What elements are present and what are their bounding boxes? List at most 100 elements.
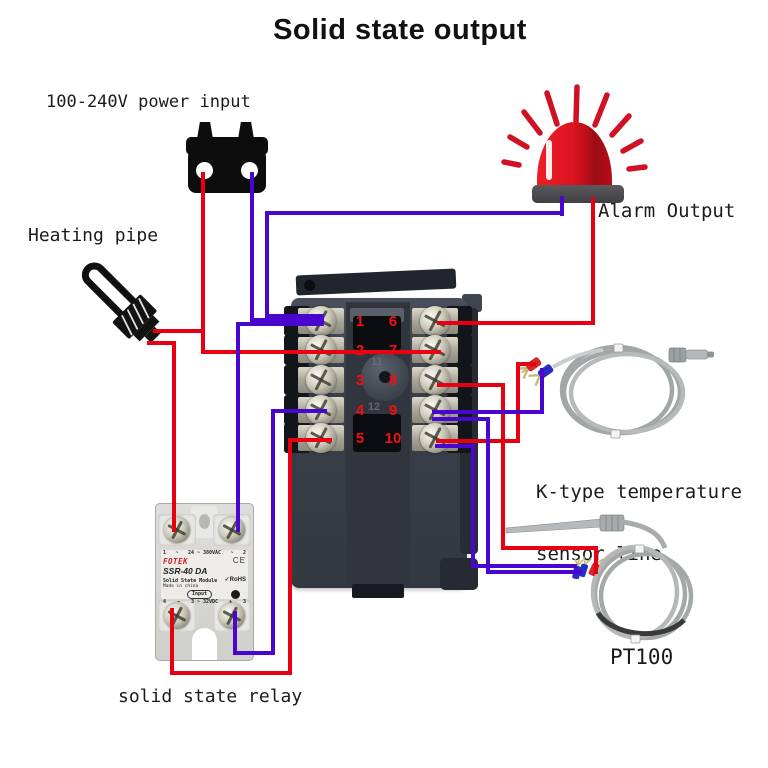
alarm-siren: [490, 84, 740, 210]
wire-alarm-red-to-terminal-6: [437, 321, 595, 325]
ssr-dc-rating: 3 ~ 32VDC: [190, 599, 219, 605]
wire-terminal-4-out: [271, 409, 327, 413]
pt100-sensor-illustration: [505, 514, 694, 644]
wire-terminal-10-blue: [435, 444, 475, 448]
ssr-tilde: ~: [175, 550, 179, 556]
terminal-number-9: 9: [388, 402, 398, 419]
terminal-number-4: 4: [355, 402, 365, 419]
pt100-fitting: [599, 514, 625, 532]
wire-ktype-red-to-fork: [516, 362, 536, 366]
wire-alarm-red-down: [591, 197, 595, 325]
ce-mark: CE: [232, 556, 246, 566]
ssr-input-label: Input: [187, 590, 213, 599]
ktype-label-line1: K-type temperature: [536, 480, 742, 503]
wire-pt100-red-down: [501, 383, 505, 550]
ssr-module-text: Solid State Module: [163, 577, 218, 584]
ssr-mount-hole: [199, 514, 210, 529]
heater-nut: [133, 315, 160, 342]
wire-ktype-red-up: [516, 362, 520, 443]
ssr-ac-rating: 24 ~ 380VAC: [187, 550, 222, 556]
heater-collar-ribs: [121, 297, 150, 336]
diagram-title: Solid state output: [273, 14, 527, 46]
ssr-made-in: Made in china: [163, 584, 199, 590]
ktype-coil: [559, 344, 686, 436]
wire-pt100-blue-across-1: [486, 570, 582, 574]
wire-ssr-ac-to-terminal-1: [236, 322, 324, 326]
pt100-rod: [505, 518, 603, 534]
terminal-number-11: 11: [371, 356, 383, 368]
ssr-pin-1: 1: [163, 550, 167, 556]
rohs-text: RoHS: [229, 576, 246, 583]
plug-prong-right: [238, 122, 254, 139]
lower-connector-slot: [353, 414, 401, 452]
power-plug: [184, 118, 270, 194]
ssr-screw-4: [164, 603, 190, 629]
ssr-pin-2: 2: [242, 550, 246, 556]
wire-alarm-blue-down: [265, 211, 269, 318]
alarm-base: [532, 185, 624, 203]
cable-tie: [610, 429, 621, 439]
pt100-coil-dark-turn: [595, 611, 686, 637]
ssr-led: [231, 590, 240, 599]
heating-pipe-label: Heating pipe: [28, 225, 159, 246]
wire-live-plug-down: [201, 172, 205, 354]
wire-ssr-dc-blue-bottom: [233, 651, 275, 655]
cable-tie: [613, 343, 624, 353]
wire-terminal-9-to-ktype: [432, 410, 544, 414]
wire-terminal-4-down: [271, 409, 275, 655]
ssr-screw-3: [219, 603, 245, 629]
rohs-mark: ✓RoHS: [225, 577, 246, 585]
controller-bottom-tab: [352, 584, 404, 598]
ssr-bottom-notch: [192, 628, 217, 660]
pt100-cable: [622, 519, 668, 549]
wire-alarm-blue-stub: [560, 196, 564, 216]
heater-collar: [112, 294, 157, 339]
wire-alarm-blue-to-terminal-1: [265, 314, 324, 318]
wire-ssr-dc-down: [170, 608, 174, 675]
cable-tie: [634, 544, 645, 554]
wire-pt100-blue-down-1: [486, 417, 490, 574]
wire-terminal-9-out-2: [432, 417, 489, 421]
heater-u-tube: [81, 262, 139, 320]
terminal-number-3: 3: [355, 372, 365, 389]
wire-ssr-dc-bottom: [170, 671, 292, 675]
wire-ssr-dc-up: [288, 439, 292, 675]
heating-pipe-illustration: [81, 262, 161, 343]
pt100-label: PT100: [610, 645, 674, 669]
wire-ssr-ac-down: [236, 322, 240, 532]
wire-alarm-blue-across: [265, 211, 564, 215]
ssr-pin-3: 3: [242, 599, 246, 605]
terminal-number-8: 8: [388, 372, 398, 389]
ssr-minus: −: [176, 599, 180, 605]
wire-pt100-blue-across-2: [471, 564, 577, 568]
alarm-output-label: Alarm Output: [598, 200, 736, 222]
wire-live-to-terminals-2-7: [201, 350, 441, 354]
ssr-screw-2: [219, 517, 245, 543]
ssr-screw-1: [164, 517, 190, 543]
wire-ssr-dc-blue-up: [233, 611, 237, 655]
alarm-rays: [501, 84, 648, 172]
ssr-tilde: ~: [230, 550, 234, 556]
wire-heater-to-ssr-h: [147, 341, 176, 345]
terminal-number-6: 6: [388, 313, 398, 330]
wire-ssr-dc-to-terminal-5: [288, 438, 332, 442]
wire-ktype-blue-up: [540, 368, 544, 414]
ssr-model: SSR-40 DA: [163, 566, 208, 577]
plug-hole-left: [196, 162, 213, 179]
wire-pt100-red-drop: [594, 546, 598, 574]
ktype-sensor-illustration: [516, 343, 714, 439]
alarm-dome-highlight: [546, 140, 552, 180]
terminal-number-12: 12: [367, 401, 381, 413]
ktype-probe: [668, 347, 714, 363]
power-input-label: 100-240V power input: [46, 92, 251, 112]
wire-terminal-10-red: [436, 439, 520, 443]
ssr-label: solid state relay: [118, 686, 303, 707]
ssr-pin-4: 4: [163, 599, 167, 605]
mounting-bracket: [295, 268, 457, 296]
ktype-lead: [552, 348, 604, 369]
terminal-screw-10: [420, 423, 450, 453]
rohs-check-icon: ✓: [224, 576, 230, 583]
terminal-number-10: 10: [384, 430, 402, 447]
ssr-plus: +: [228, 599, 232, 605]
